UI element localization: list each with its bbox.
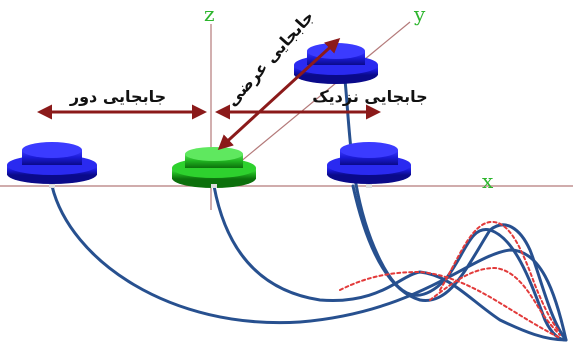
sensor-rear [294,43,378,84]
lateral-displacement-label: جابجایی عرضی [222,7,317,110]
x-axis-label: x [482,169,494,193]
z-axis-label: z [204,2,215,26]
cables [50,78,568,342]
cable-left [50,184,568,342]
response-peak-low [339,270,561,339]
sensor-far [7,142,97,188]
y-axis-label: y [413,2,426,26]
sensor-center [172,147,256,188]
far-displacement-label: جابجایی دور [69,87,166,106]
cable-right [351,184,568,342]
cable-center [212,184,568,342]
response-peak-mid [429,266,561,336]
lateral-displacement-arrow [217,37,341,151]
sensor-near [327,142,411,188]
response-peak-high [439,220,559,331]
displacement-arrows [37,37,381,151]
near-displacement-label: جابجایی نزدیک [312,87,427,106]
cable-rear [343,78,568,342]
